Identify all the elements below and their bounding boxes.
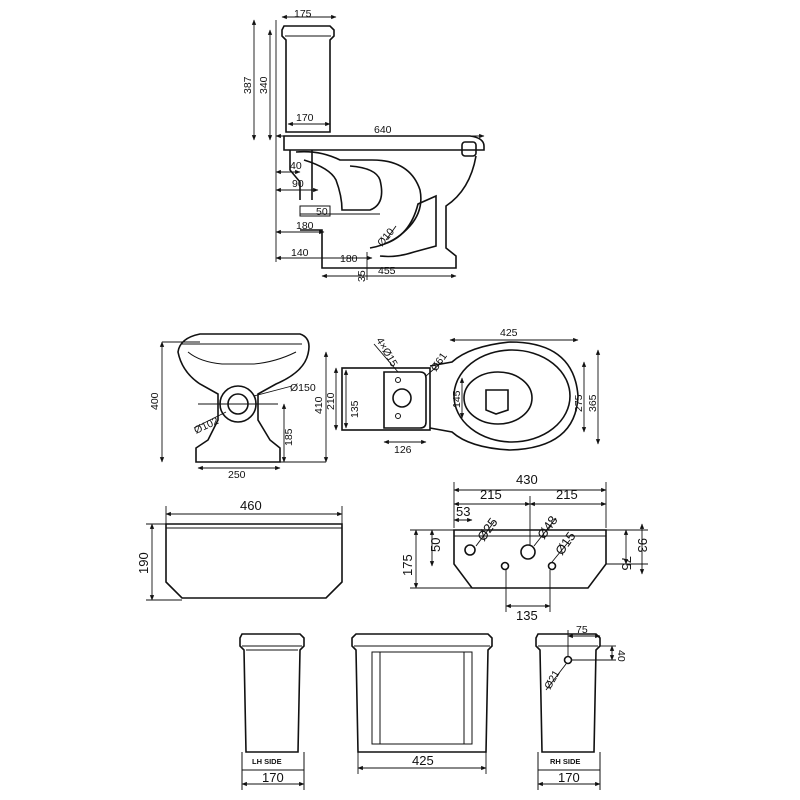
dim-425-front: 425 [412,753,434,768]
dim-dia-61: Ø61 [429,350,450,373]
dim-175-plan: 175 [400,554,415,576]
dim-dia-15: Ø15 [552,529,578,558]
dim-75-rh: 75 [576,624,588,636]
dim-75-plan: 75 [619,556,634,570]
dim-180-a: 180 [296,220,314,232]
cistern-plan-view: 430 215 215 53 Ø25 Ø48 Ø15 50 175 75 93 … [400,472,650,623]
dim-50: 50 [316,206,328,218]
dim-250: 250 [228,469,246,481]
dim-126: 126 [394,444,412,456]
cistern-front-outline [165,523,343,599]
lh-side-label: LH SIDE [252,757,282,766]
dim-275: 275 [573,394,585,412]
dim-425-top: 425 [500,327,518,339]
dim-dia-48: Ø48 [534,513,560,542]
top-view: 425 4×Ø15 Ø61 135 210 145 126 275 365 [325,327,601,456]
side-view: 175 387 340 170 640 40 90 50 180 140 180… [242,8,485,282]
dim-4x-dia-15: 4×Ø15 [373,336,399,370]
dim-175: 175 [294,8,312,20]
side-seat [283,135,485,151]
dim-387: 387 [242,76,254,94]
top-bowl-outline [429,341,579,451]
dim-135-plan: 135 [516,608,538,623]
dim-185: 185 [283,428,295,446]
dim-340: 340 [258,76,270,94]
dim-460: 460 [240,498,262,513]
dim-93: 93 [635,538,650,552]
dim-140: 140 [291,247,309,259]
dim-190: 190 [136,552,151,574]
cistern-front-view: 460 190 [136,498,343,601]
dim-455: 455 [378,265,396,277]
dim-400: 400 [149,392,161,410]
dim-170: 170 [296,112,314,124]
dim-145: 145 [451,390,463,408]
dim-35: 35 [356,270,368,282]
dim-90: 90 [292,178,304,190]
dim-640: 640 [374,124,392,136]
dim-53: 53 [456,504,470,519]
dim-dia-102: Ø102 [192,415,220,437]
front-view: 400 410 Ø150 Ø102 185 250 [149,333,329,481]
dim-40: 40 [290,160,302,172]
dim-40-rh: 40 [615,650,627,662]
dim-170-rh: 170 [558,770,580,785]
dim-135-top: 135 [349,400,361,418]
dim-210: 210 [325,392,337,410]
dim-170-lh: 170 [262,770,284,785]
dim-410: 410 [313,396,325,414]
cistern-elevations: LH SIDE 170 425 RH SIDE 170 75 40 Ø21 [239,624,627,790]
dim-365: 365 [587,394,599,412]
rh-side-label: RH SIDE [550,757,580,766]
dim-50: 50 [428,538,443,552]
top-cistern-outline [341,367,431,431]
dim-430: 430 [516,472,538,487]
dim-180-b: 180 [340,253,358,265]
side-cistern-outline [281,25,335,133]
dim-dia-150: Ø150 [290,382,316,394]
lh-side-view [239,633,305,753]
dim-215-left: 215 [480,487,502,502]
dim-215-right: 215 [556,487,578,502]
front-bowl-outline [177,333,310,463]
